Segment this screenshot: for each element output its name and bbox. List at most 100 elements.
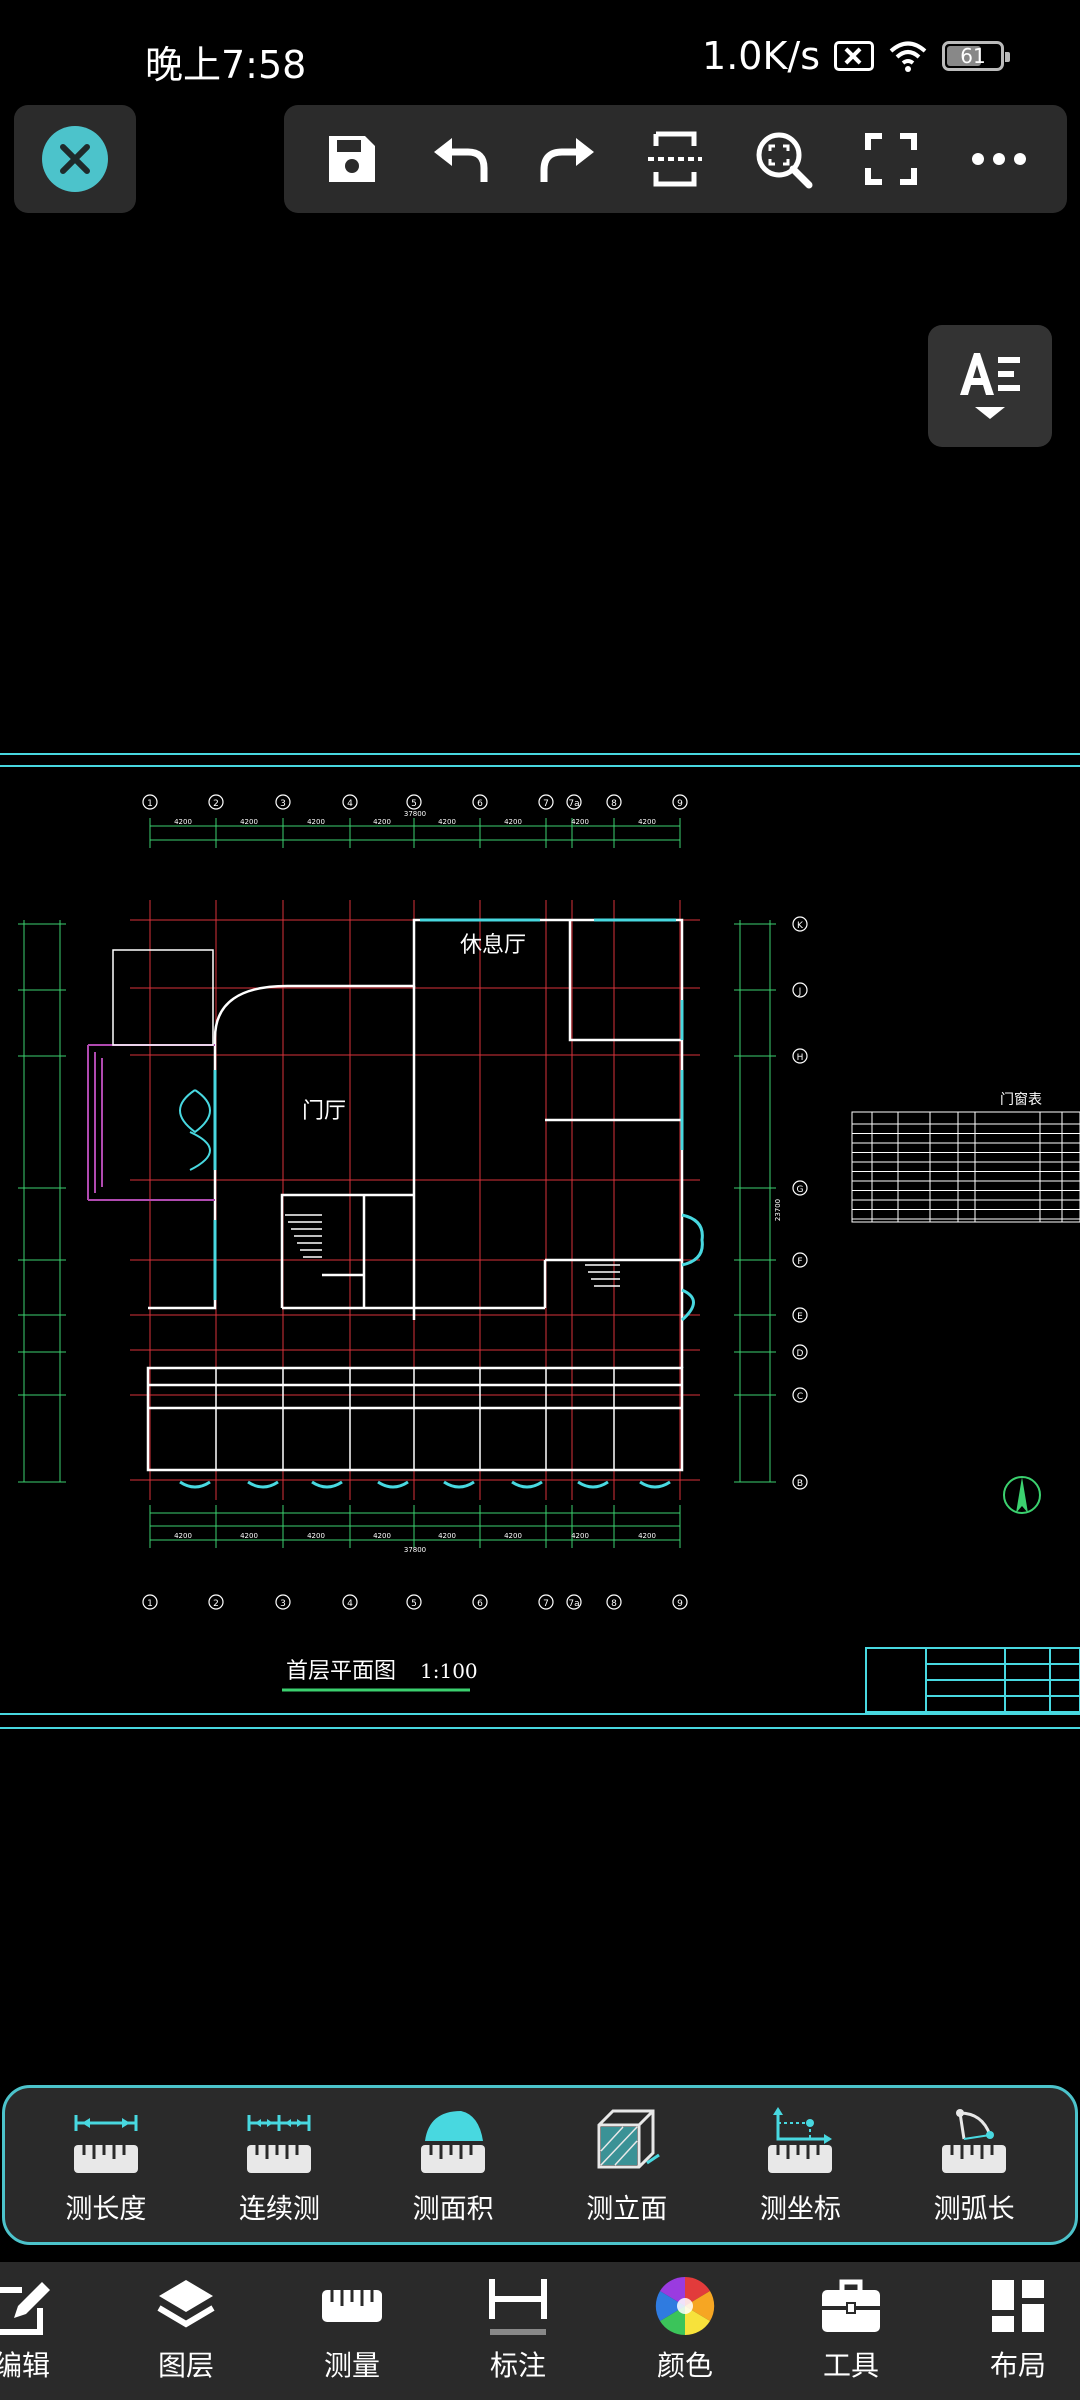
nav-layout[interactable]: 布局 [958,2276,1078,2384]
svg-text:1: 1 [147,799,153,809]
nav-tools-label: 工具 [822,2349,879,2382]
svg-text:23700: 23700 [774,1199,782,1221]
svg-text:6: 6 [477,1599,483,1609]
close-icon [42,126,108,192]
title-block [865,1647,1080,1713]
nav-edit[interactable]: 编辑 [0,2276,82,2384]
measure-arc-label: 测弧长 [933,2193,1015,2225]
north-arrow-icon [1003,1476,1041,1514]
svg-text:4200: 4200 [240,1532,258,1540]
svg-text:J: J [798,987,802,997]
redo-button[interactable] [528,119,608,199]
nav-tools[interactable]: 工具 [791,2276,911,2384]
more-icon [971,153,1026,165]
nav-color[interactable]: 颜色 [625,2276,745,2384]
nav-color-label: 颜色 [656,2349,713,2382]
nav-dimension-label: 标注 [489,2349,546,2382]
svg-text:F: F [797,1257,802,1267]
dimension-icon [489,2279,547,2335]
svg-text:B: B [797,1479,803,1489]
measure-coordinate-icon [768,2106,833,2173]
status-time: 晚上7:58 [145,43,307,87]
svg-text:7: 7 [543,1599,549,1609]
stairs [285,1214,620,1287]
nav-layers[interactable]: 图层 [126,2276,246,2384]
zoom-extents-button[interactable] [743,119,823,199]
chevron-down-icon [975,407,1005,419]
svg-text:4200: 4200 [504,818,522,826]
text-style-button[interactable] [928,325,1052,447]
close-button[interactable] [14,105,136,213]
measure-elevation-button[interactable]: 测立面 [552,2105,702,2226]
svg-text:8: 8 [611,799,617,809]
measure-area-icon [421,2110,486,2173]
svg-text:4200: 4200 [307,818,325,826]
drawing-title: 首层平面图 [286,1659,396,1684]
measure-arc-button[interactable]: 测弧长 [899,2105,1049,2226]
svg-text:9: 9 [677,799,683,809]
svg-text:37800: 37800 [404,810,426,818]
svg-text:7a: 7a [568,799,579,809]
more-button[interactable] [959,119,1039,199]
svg-text:3: 3 [280,1599,286,1609]
fullscreen-button[interactable] [851,119,931,199]
split-view-icon [648,131,703,187]
nav-dimension[interactable]: 标注 [458,2276,578,2384]
measure-length-icon [73,2114,138,2173]
continuous-measure-label: 连续测 [238,2193,320,2225]
side-block [112,949,214,1046]
bottom-nav: 编辑 图层 测量 标注 [0,2262,1080,2400]
measure-length-button[interactable]: 测长度 [31,2105,181,2226]
svg-text:4200: 4200 [571,818,589,826]
svg-text:4200: 4200 [240,818,258,826]
status-indicators: 1.0K/s 61 [702,34,1010,78]
svg-text:2: 2 [213,799,219,809]
svg-text:G: G [797,1185,804,1195]
nav-measure-label: 测量 [323,2349,380,2382]
svg-text:6: 6 [477,799,483,809]
svg-text:4: 4 [347,799,353,809]
svg-text:1: 1 [147,1599,153,1609]
top-toolbar [284,105,1067,213]
toolbox-icon [822,2279,880,2332]
measure-coordinate-button[interactable]: 测坐标 [725,2105,875,2226]
svg-text:4200: 4200 [571,1532,589,1540]
continuous-measure-button[interactable]: 连续测 [204,2105,354,2226]
svg-text:4: 4 [347,1599,353,1609]
table-title: 门窗表 [1000,1091,1042,1108]
fullscreen-icon [865,133,918,185]
svg-text:4200: 4200 [638,818,656,826]
room-label-hall: 门厅 [302,1099,346,1124]
measure-coordinate-label: 测坐标 [759,2193,841,2225]
svg-text:H: H [797,1053,804,1063]
room-partitions [215,1368,615,1470]
svg-text:K: K [797,921,804,931]
door-window-table: 门窗表 [851,1091,1080,1223]
measure-panel: 测长度 连续测 测面积 测立面 [2,2085,1078,2245]
entrance-door [179,1089,211,1171]
save-button[interactable] [312,119,392,199]
svg-text:8: 8 [611,1599,617,1609]
svg-text:3: 3 [280,799,286,809]
svg-text:4200: 4200 [438,818,456,826]
undo-button[interactable] [420,119,500,199]
measure-area-button[interactable]: 测面积 [378,2105,528,2226]
svg-text:C: C [797,1392,803,1402]
svg-text:4200: 4200 [174,818,192,826]
nav-measure[interactable]: 测量 [292,2276,412,2384]
svg-text:5: 5 [411,799,417,809]
nav-layers-label: 图层 [157,2349,214,2382]
split-view-button[interactable] [635,119,715,199]
no-sim-icon [834,41,874,71]
svg-text:4200: 4200 [373,1532,391,1540]
text-style-icon [960,353,1020,395]
measure-area-label: 测面积 [412,2193,494,2225]
ruler-icon [322,2290,382,2322]
nav-layout-label: 布局 [989,2349,1046,2382]
entrance-canopy [87,1044,215,1201]
svg-text:4200: 4200 [307,1532,325,1540]
svg-text:2: 2 [213,1599,219,1609]
svg-text:37800: 37800 [404,1546,426,1554]
